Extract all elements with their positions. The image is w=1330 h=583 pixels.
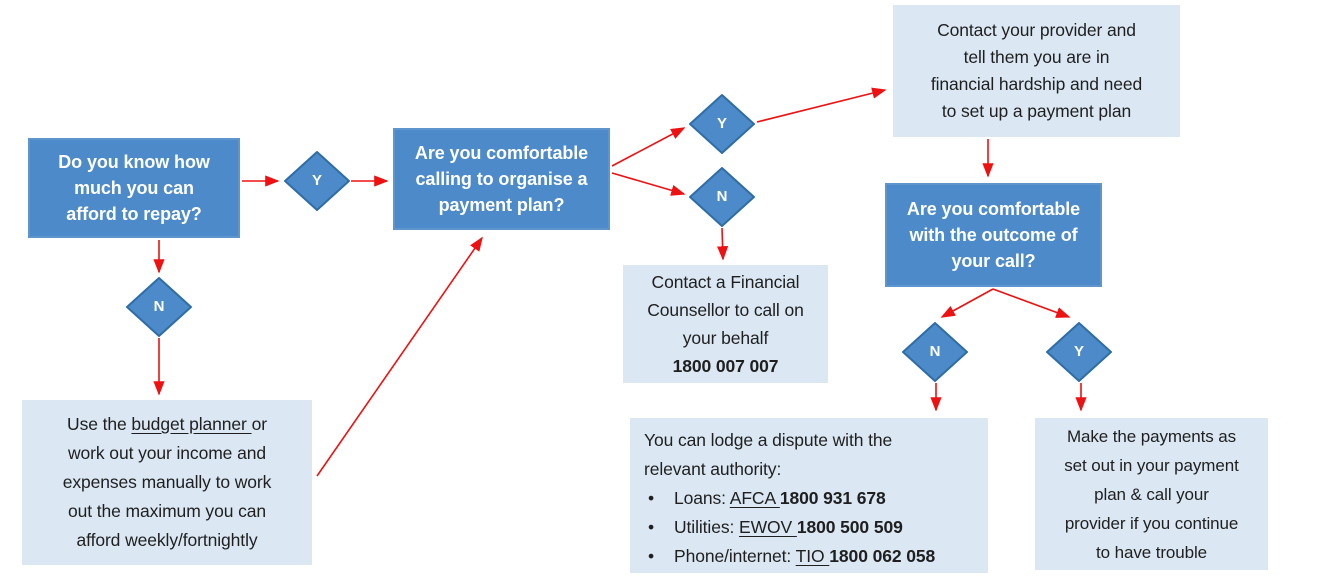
dispute-bullet-utilities: • Utilities: EWOV 1800 500 509 xyxy=(644,513,978,542)
afca-link[interactable]: AFCA xyxy=(729,488,780,508)
node-outcome: Are you comfortable with the outcome of … xyxy=(885,183,1102,287)
diamond-no-1-label: N xyxy=(153,298,165,315)
dispute-utilities-prefix: Utilities: xyxy=(674,517,740,537)
counsellor-phone-number: 1800 007 007 xyxy=(672,356,779,376)
arrow-comfortablecalling-to-no2 xyxy=(611,172,686,196)
budget-text-suffix: or work out your income and expenses man… xyxy=(62,414,272,550)
node-contact-provider-text: Contact your provider and tell them you … xyxy=(930,20,1143,121)
tio-phone-number: 1800 062 058 xyxy=(829,546,936,566)
dispute-bullet-phone-internet-text: Phone/internet: TIO 1800 062 058 xyxy=(674,542,935,571)
decision-diamond-yes-3 xyxy=(1046,322,1112,382)
node-contact-provider: Contact your provider and tell them you … xyxy=(893,5,1180,137)
budget-planner-link[interactable]: budget planner xyxy=(131,414,252,434)
node-make-payments: Make the payments as set out in your pay… xyxy=(1035,418,1268,570)
dispute-phone-prefix: Phone/internet: xyxy=(674,546,796,566)
arrow-budget-to-comfortablecalling xyxy=(316,236,483,477)
node-comfortable-calling-text: Are you comfortable calling to organise … xyxy=(414,143,589,215)
arrow-no2-to-counsellor xyxy=(716,227,729,261)
diamond-yes-3-label: Y xyxy=(1073,343,1084,360)
bullet-icon: • xyxy=(648,546,655,566)
node-know-afford: Do you know how much you can afford to r… xyxy=(28,138,240,238)
dispute-bullet-loans-text: Loans: AFCA 1800 931 678 xyxy=(674,484,886,513)
dispute-bullet-loans: • Loans: AFCA 1800 931 678 xyxy=(644,484,978,513)
bullet-icon: • xyxy=(648,517,655,537)
counsellor-text: Contact a Financial Counsellor to call o… xyxy=(647,272,804,348)
budget-text-prefix: Use the xyxy=(67,414,132,434)
decision-diamond-no-1 xyxy=(126,277,192,337)
arrow-yes2-to-provider xyxy=(756,87,887,123)
diamond-no-2-label: N xyxy=(716,188,728,205)
node-budget-planner: Use the budget planner or work out your … xyxy=(22,400,312,565)
ewov-phone-number: 1800 500 509 xyxy=(796,517,903,537)
decision-diamond-no-2 xyxy=(689,167,755,227)
node-budget-planner-text: Use the budget planner or work out your … xyxy=(32,410,302,555)
bullet-icon: • xyxy=(648,488,655,508)
decision-diamond-yes-1 xyxy=(284,151,350,211)
arrow-comfortablecalling-to-yes2 xyxy=(611,127,686,167)
arrow-outcome-to-no3 xyxy=(940,288,994,318)
decision-diamond-no-3 xyxy=(902,322,968,382)
node-make-payments-text: Make the payments as set out in your pay… xyxy=(1064,426,1239,562)
dispute-intro-text: You can lodge a dispute with the relevan… xyxy=(644,430,893,479)
arrow-outcome-to-yes3 xyxy=(992,288,1071,318)
dispute-bullet-phone-internet: • Phone/internet: TIO 1800 062 058 xyxy=(644,542,978,571)
diamond-yes-2-label: Y xyxy=(716,115,727,132)
node-know-afford-text: Do you know how much you can afford to r… xyxy=(58,152,210,224)
node-counsellor: Contact a Financial Counsellor to call o… xyxy=(623,265,828,383)
afca-phone-number: 1800 931 678 xyxy=(779,488,886,508)
node-comfortable-calling: Are you comfortable calling to organise … xyxy=(393,128,610,230)
dispute-loans-prefix: Loans: xyxy=(674,488,730,508)
ewov-link[interactable]: EWOV xyxy=(739,517,797,537)
node-lodge-dispute: You can lodge a dispute with the relevan… xyxy=(630,418,988,573)
node-counsellor-text: Contact a Financial Counsellor to call o… xyxy=(623,268,828,380)
decision-diamond-yes-2 xyxy=(689,94,755,154)
dispute-bullet-utilities-text: Utilities: EWOV 1800 500 509 xyxy=(674,513,903,542)
node-outcome-text: Are you comfortable with the outcome of … xyxy=(906,199,1081,271)
diamond-yes-1-label: Y xyxy=(311,172,322,189)
diamond-no-3-label: N xyxy=(929,343,941,360)
tio-link[interactable]: TIO xyxy=(795,546,830,566)
